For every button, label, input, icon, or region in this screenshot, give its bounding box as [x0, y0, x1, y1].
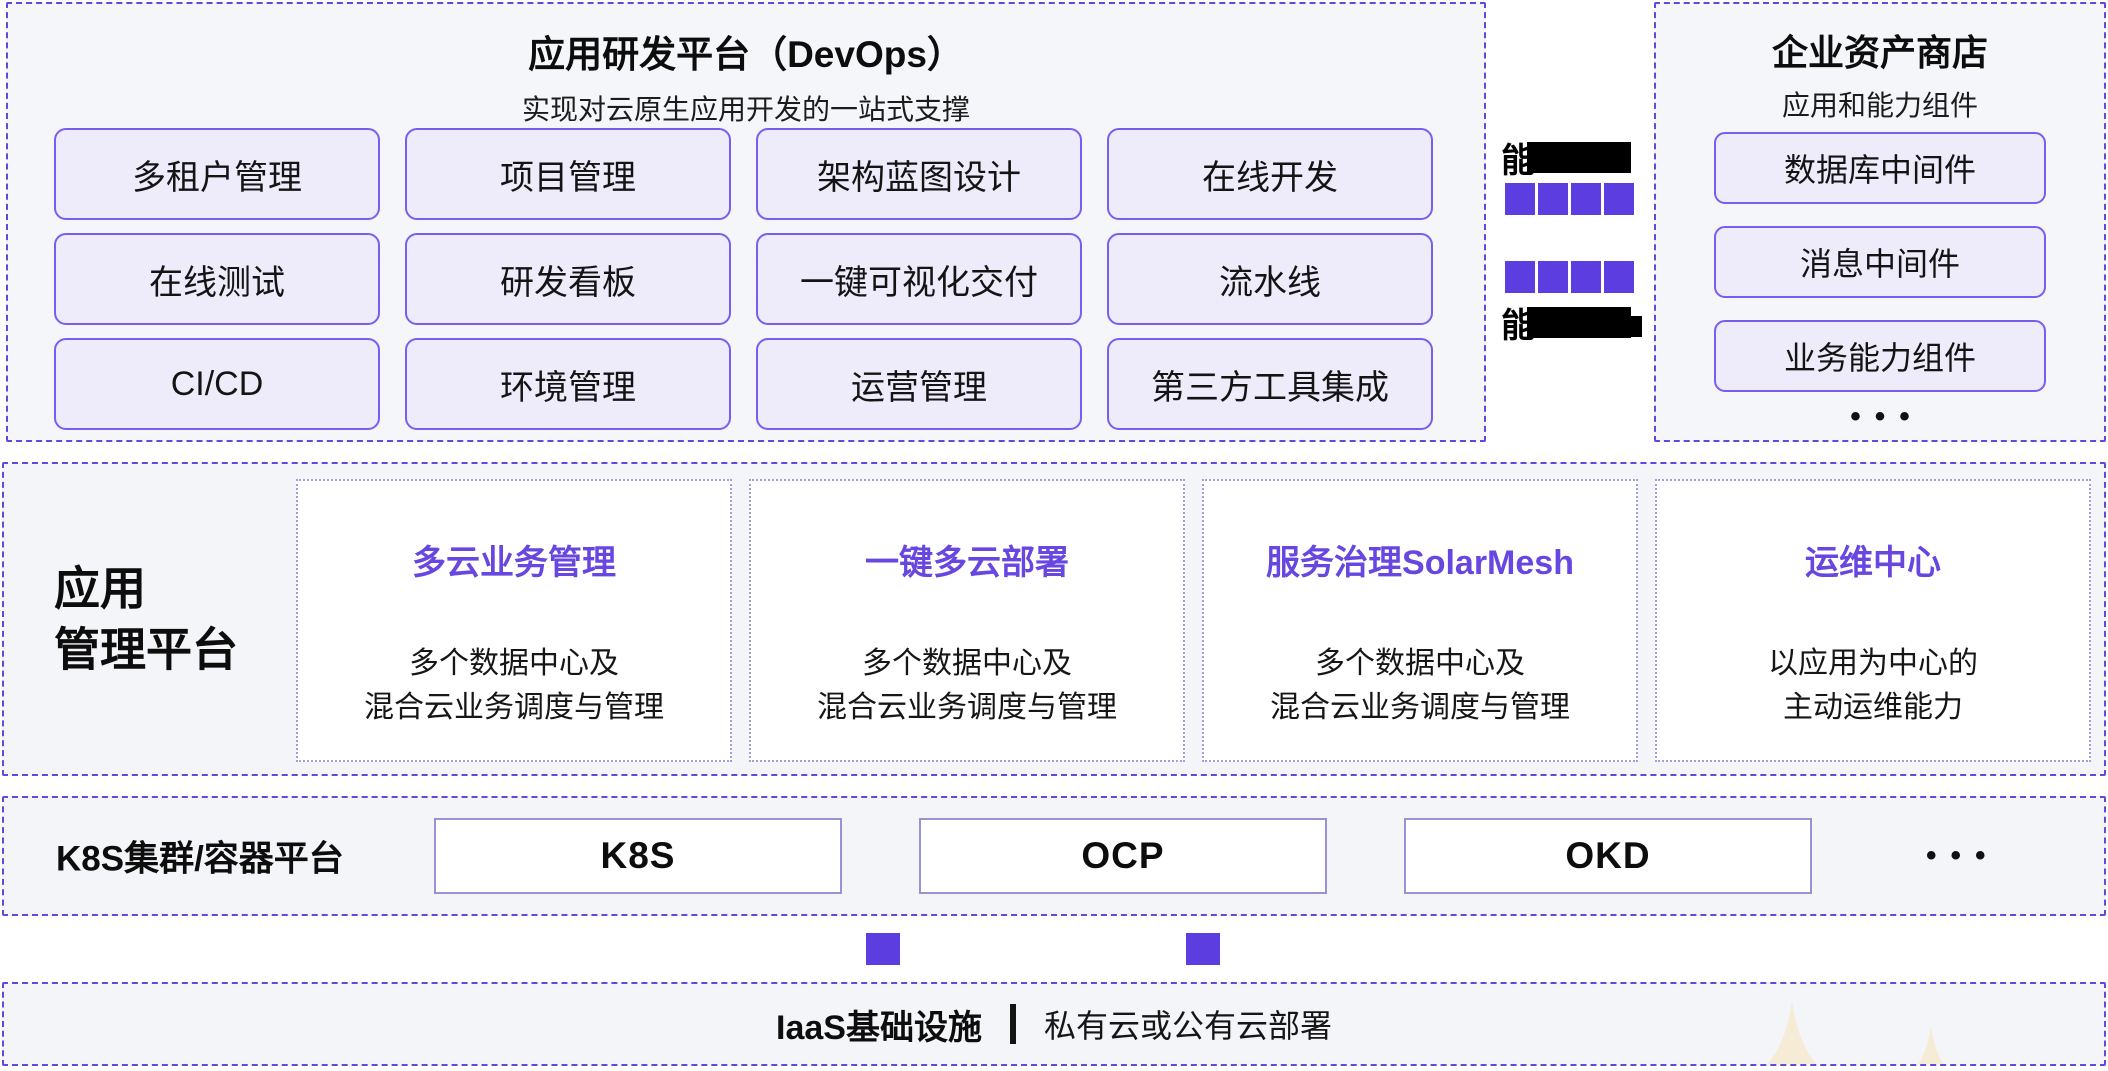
card-description: 以应用为中心的 主动运维能力: [1657, 642, 2089, 731]
redaction-bar-top: [1527, 141, 1631, 173]
arrow-square: [1604, 261, 1634, 293]
arrow-square: [1604, 183, 1634, 215]
arrow-square: [1505, 261, 1535, 293]
app-card-ops-center: 运维中心 以应用为中心的 主动运维能力: [1655, 479, 2091, 762]
capability-pill-pipeline: 流水线: [1107, 233, 1433, 325]
card-title: 多云业务管理: [412, 544, 616, 582]
arrow-squares-row-bottom: [1505, 261, 1634, 293]
devops-panel-subtitle: 实现对云原生应用开发的一站式支撑: [521, 94, 970, 125]
connector-square: [866, 933, 900, 965]
arrow-square: [1505, 183, 1535, 215]
arrow-square: [1538, 261, 1568, 293]
capability-pill-online-test: 在线测试: [54, 233, 380, 325]
capability-pill-project-mgmt: 项目管理: [405, 128, 731, 220]
capability-pill-blueprint-design: 架构蓝图设计: [756, 128, 1082, 220]
capability-flow-column: 能 能: [1488, 2, 1654, 442]
redacted-label-top: 能: [1501, 139, 1631, 180]
asset-store-subtitle: 应用和能力组件: [1781, 90, 1978, 121]
card-desc-line: 混合云业务调度与管理: [1270, 691, 1570, 725]
capability-pill-online-dev: 在线开发: [1107, 128, 1433, 220]
asset-item-database-middleware: 数据库中间件: [1714, 132, 2046, 204]
arrow-squares-row-top: [1505, 183, 1634, 215]
arrow-square: [1571, 183, 1601, 215]
capability-pill-env-mgmt: 环境管理: [405, 338, 731, 430]
app-card-onekey-deploy: 一键多云部署 多个数据中心及 混合云业务调度与管理: [749, 479, 1185, 762]
card-description: 多个数据中心及 混合云业务调度与管理: [751, 642, 1183, 731]
card-desc-line: 多个数据中心及: [862, 647, 1072, 680]
asset-store-more-dots: •••: [1850, 400, 1924, 433]
card-desc-line: 多个数据中心及: [1315, 647, 1525, 680]
card-title: 一键多云部署: [865, 544, 1069, 582]
capability-pill-rd-kanban: 研发看板: [405, 233, 731, 325]
card-desc-line: 多个数据中心及: [409, 647, 619, 680]
card-desc-line: 混合云业务调度与管理: [817, 691, 1117, 725]
iaas-row: IaaS基础设施 私有云或公有云部署: [2, 982, 2106, 1066]
k8s-platform-box-okd: OKD: [1404, 818, 1812, 894]
devops-panel-title: 应用研发平台（DevOps）: [528, 34, 964, 75]
app-management-cards: 多云业务管理 多个数据中心及 混合云业务调度与管理 一键多云部署 多个数据中心及…: [296, 479, 2091, 762]
iaas-separator: [1009, 1004, 1016, 1044]
card-title: 服务治理SolarMesh: [1266, 544, 1574, 582]
card-desc-line: 主动运维能力: [1783, 691, 1963, 725]
asset-item-business-capability: 业务能力组件: [1714, 320, 2046, 392]
capability-pill-multi-tenant: 多租户管理: [54, 128, 380, 220]
app-card-service-governance: 服务治理SolarMesh 多个数据中心及 混合云业务调度与管理: [1202, 479, 1638, 762]
capability-pill-3rd-party-tools: 第三方工具集成: [1107, 338, 1433, 430]
sparkle-icon: [1692, 1000, 1892, 1064]
arrow-square: [1571, 261, 1601, 293]
k8s-row-label: K8S集群/容器平台: [56, 839, 344, 879]
card-title: 运维中心: [1805, 544, 1941, 582]
app-management-label-line2: 管理平台: [54, 623, 238, 675]
card-desc-line: 混合云业务调度与管理: [364, 691, 664, 725]
iaas-description: 私有云或公有云部署: [1043, 1008, 1332, 1044]
devops-capability-grid: 多租户管理 项目管理 架构蓝图设计 在线开发 在线测试 研发看板 一键可视化交付…: [54, 128, 1433, 430]
asset-store-title: 企业资产商店: [1771, 32, 1988, 73]
k8s-platform-box-k8s: K8S: [434, 818, 842, 894]
connector-square: [1186, 933, 1220, 965]
app-management-label-line1: 应用: [54, 562, 146, 615]
sparkle-icon: [1866, 1026, 1996, 1064]
capability-pill-cicd: CI/CD: [54, 338, 380, 430]
app-management-row: 应用 管理平台 多云业务管理 多个数据中心及 混合云业务调度与管理 一键多云部署…: [2, 462, 2106, 776]
app-card-multicloud-business: 多云业务管理 多个数据中心及 混合云业务调度与管理: [296, 479, 732, 762]
asset-store-items: 数据库中间件 消息中间件 业务能力组件: [1714, 132, 2046, 392]
asset-item-message-middleware: 消息中间件: [1714, 226, 2046, 298]
card-description: 多个数据中心及 混合云业务调度与管理: [298, 642, 730, 731]
app-management-label: 应用 管理平台: [54, 558, 238, 679]
capability-pill-ops-mgmt: 运营管理: [756, 338, 1082, 430]
arrow-square: [1538, 183, 1568, 215]
card-description: 多个数据中心及 混合云业务调度与管理: [1204, 642, 1636, 731]
k8s-platform-box-ocp: OCP: [919, 818, 1327, 894]
redacted-label-bottom: 能: [1501, 304, 1642, 345]
k8s-more-dots: •••: [1926, 839, 2000, 872]
card-desc-line: 以应用为中心的: [1768, 647, 1978, 680]
devops-panel: 应用研发平台（DevOps） 实现对云原生应用开发的一站式支撑 多租户管理 项目…: [6, 2, 1486, 442]
iaas-label: IaaS基础设施: [776, 1008, 982, 1047]
redaction-bar-bottom: [1527, 306, 1642, 338]
k8s-row: K8S集群/容器平台 K8S OCP OKD •••: [2, 796, 2106, 916]
capability-pill-visual-delivery: 一键可视化交付: [756, 233, 1082, 325]
asset-store-panel: 企业资产商店 应用和能力组件 数据库中间件 消息中间件 业务能力组件 •••: [1654, 2, 2106, 442]
